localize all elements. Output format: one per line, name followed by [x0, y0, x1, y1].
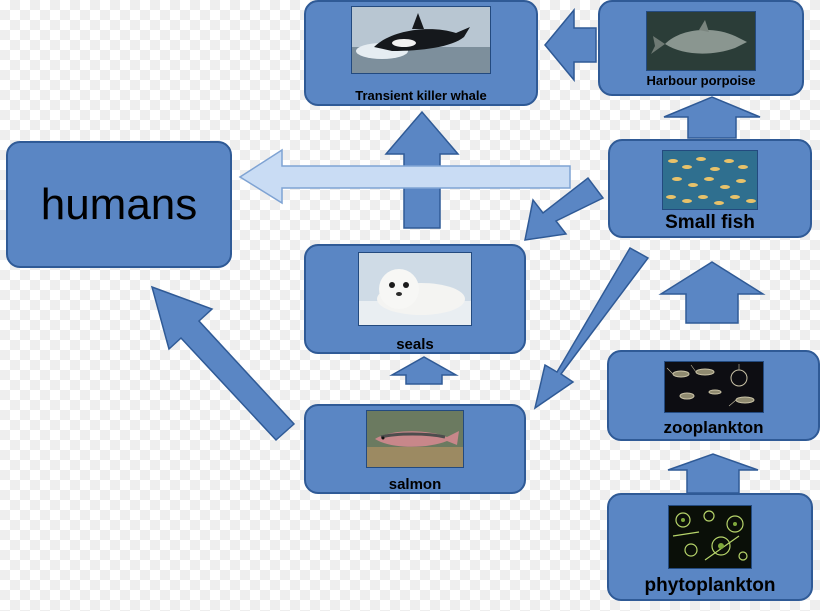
salmon-node: salmon [304, 404, 526, 494]
salmon-photo [366, 410, 464, 468]
phytoplankton-photo [668, 505, 752, 569]
porpoise-photo [646, 11, 756, 71]
zooplankton-photo [663, 361, 764, 413]
phytoplankton-node: phytoplankton [607, 493, 813, 601]
arrow-small-fish-to-salmon [533, 246, 650, 410]
seals-label: seals [396, 336, 434, 353]
killer-whale-label: Transient killer whale [355, 88, 487, 103]
salmon-label: salmon [388, 476, 442, 493]
seal-photo [358, 252, 472, 326]
arrow-zooplankton-to-small-fish [658, 261, 766, 324]
porpoise-node: Harbour porpoise [598, 0, 804, 96]
arrow-salmon-to-seals [389, 356, 459, 385]
phytoplankton-label: phytoplankton [644, 575, 776, 596]
arrow-small-fish-to-humans [238, 148, 571, 205]
porpoise-label: Harbour porpoise [646, 73, 756, 88]
humans-label: humans [40, 179, 198, 229]
arrow-small-fish-to-seals [524, 176, 605, 241]
arrow-porpoise-to-killer-whale [544, 7, 597, 83]
seals-node: seals [304, 244, 526, 354]
small-fish-node: Small fish [608, 139, 812, 238]
arrow-phytoplankton-to-zooplankton [667, 453, 759, 494]
arrow-small-fish-to-porpoise [663, 96, 761, 139]
small-fish-photo [662, 150, 758, 210]
humans-node: humans [6, 141, 232, 268]
killer-whale-node: Transient killer whale [304, 0, 538, 106]
zooplankton-node: zooplankton [607, 350, 820, 441]
killer-whale-photo [351, 6, 491, 74]
zooplankton-label: zooplankton [663, 418, 764, 437]
small-fish-label: Small fish [665, 212, 755, 233]
arrow-salmon-to-humans [150, 285, 296, 442]
